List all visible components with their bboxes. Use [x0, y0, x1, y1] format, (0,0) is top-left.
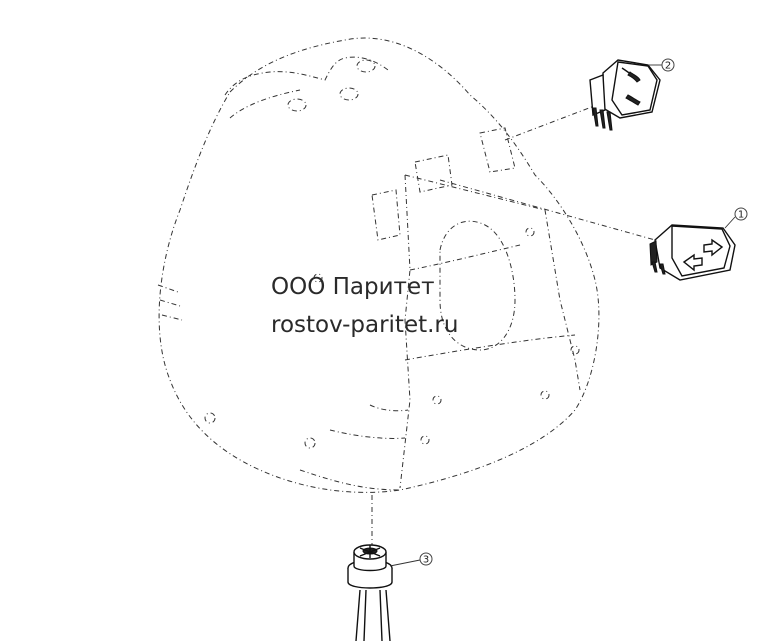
ignition-connector-icon	[347, 544, 421, 641]
watermark-site: rostov-paritet.ru	[271, 312, 458, 338]
shroud-housing	[157, 37, 600, 493]
callout-3: 3	[419, 552, 433, 566]
window-switch-arrows-icon	[649, 216, 736, 281]
mirror-switch-icon	[589, 59, 662, 131]
callout-2: 2	[661, 58, 675, 72]
watermark-company: ООО Паритет	[271, 274, 435, 300]
callout-1: 1	[734, 207, 748, 221]
leader-lines	[371, 99, 656, 545]
watermark: ООО Паритет rostov-paritet.ru	[271, 274, 458, 338]
callout-2-label: 2	[665, 61, 671, 72]
callout-3-label: 3	[423, 555, 429, 566]
callout-1-label: 1	[738, 210, 744, 221]
